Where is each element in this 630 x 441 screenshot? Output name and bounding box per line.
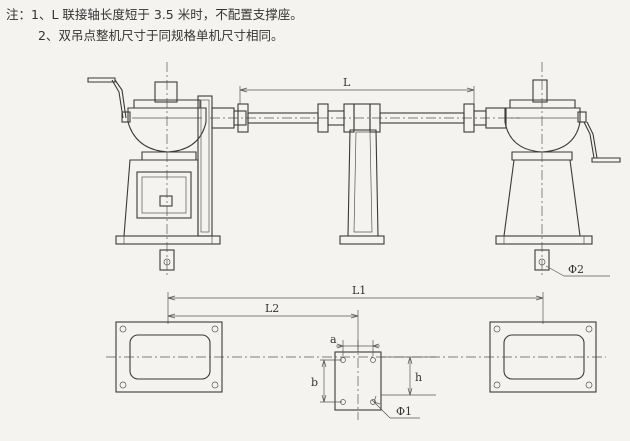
support-base-plan [334, 340, 382, 420]
note-line-1: 注：1、L 联接轴长度短于 3.5 米时，不配置支撑座。 [6, 7, 303, 22]
right-hoist: Φ2 [495, 62, 621, 277]
left-hoist [87, 62, 221, 275]
label-L: L [343, 76, 351, 89]
label-b: b [311, 376, 318, 389]
dimension-L1: L1 [167, 284, 544, 324]
dimension-L2: L2 [167, 302, 359, 352]
dimension-a: a [330, 333, 380, 356]
label-L2: L2 [265, 302, 279, 315]
dimension-b: b [311, 359, 342, 403]
note-line-2: 2、双吊点整机尺寸于同规格单机尺寸相同。 [38, 28, 284, 43]
label-phi1: Φ1 [396, 405, 412, 418]
leader-phi1: Φ1 [371, 395, 420, 419]
dimension-h: h [381, 356, 436, 396]
connecting-shaft [210, 103, 520, 245]
label-a: a [330, 333, 337, 346]
label-h: h [415, 371, 422, 384]
label-L1: L1 [352, 284, 366, 297]
label-phi2: Φ2 [568, 263, 584, 276]
dimension-L: L [239, 76, 475, 104]
